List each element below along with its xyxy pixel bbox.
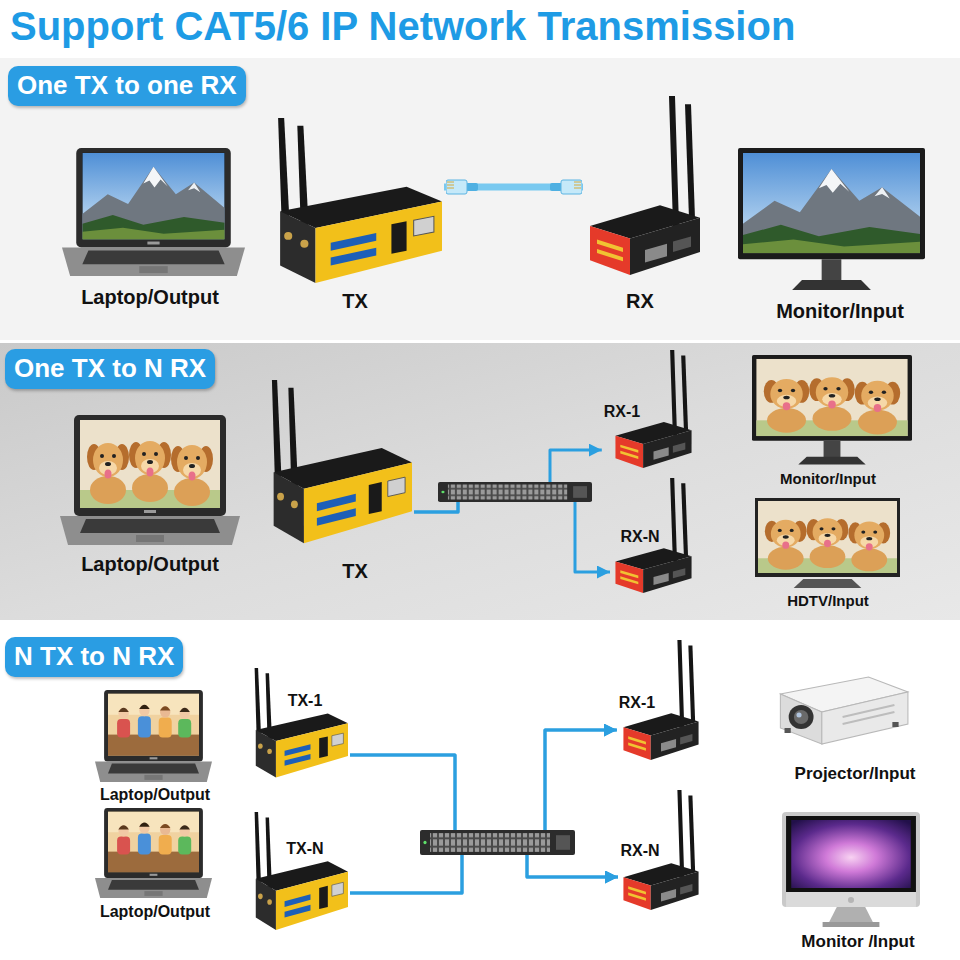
rj45-plug — [446, 180, 478, 194]
laptop-picture — [95, 808, 212, 898]
network-link — [350, 730, 617, 893]
device-box: Projector/Input — [768, 670, 917, 786]
network-link — [350, 755, 618, 877]
device-label: Monitor /Input — [801, 932, 914, 952]
transmitter-picture — [255, 668, 348, 777]
device-box: TX — [263, 378, 414, 585]
device-box: RX-1 — [602, 348, 697, 472]
device-box: RX — [583, 94, 707, 315]
device-box: Monitor /Input — [780, 810, 922, 954]
rj45-plug — [550, 180, 582, 194]
device-label: TX-N — [286, 840, 323, 858]
scenario-panel: N TX to N RX Laptop/Output TX-1 RX-1Project… — [0, 623, 960, 960]
device-label: HDTV/Input — [787, 592, 869, 609]
scenario-panel: One TX to N RX Laptop/Output TX RX-1Monitor… — [0, 343, 960, 620]
device-box: Laptop/Output — [60, 146, 247, 311]
device-box: RX-N — [618, 788, 704, 914]
panel-band — [0, 58, 960, 340]
device-box: Monitor/Input — [736, 146, 927, 325]
receiver-picture — [615, 478, 691, 593]
device-label: Laptop/Output — [81, 286, 219, 309]
device-box: HDTV/Input — [753, 496, 902, 611]
device-label: Laptop/Output — [81, 553, 219, 576]
panel-band — [0, 623, 960, 960]
device-label: TX — [342, 560, 368, 583]
device-label: Projector/Input — [795, 764, 916, 784]
device-label: RX-N — [620, 842, 659, 860]
device-label: RX — [626, 290, 654, 313]
device-label: Monitor/Input — [776, 300, 904, 323]
device-label: RX-N — [620, 528, 659, 546]
device-label: Laptop/Output — [100, 786, 210, 804]
network-link — [350, 730, 617, 842]
device-box: Laptop/Output — [93, 806, 214, 923]
device-box: RX-N — [610, 476, 697, 597]
device-box: Monitor/Input — [750, 353, 914, 489]
page-title: Support CAT5/6 IP Network Transmission — [10, 3, 795, 49]
transmitter-picture — [272, 380, 412, 543]
monitor-picture — [752, 355, 912, 464]
scenario-tab: One TX to N RX — [5, 349, 215, 389]
device-label: TX-1 — [288, 692, 323, 710]
device-box: TX — [268, 116, 444, 315]
device-box: Laptop/Output — [58, 413, 242, 578]
transmitter-picture — [255, 812, 348, 930]
device-box: RX-1 — [617, 638, 704, 764]
laptop-picture — [95, 690, 212, 782]
network-switch — [438, 482, 592, 502]
device-label: Monitor/Input — [780, 470, 876, 487]
scenario-tab: N TX to N RX — [5, 637, 183, 677]
device-label: RX-1 — [604, 403, 640, 421]
monitor-picture — [738, 148, 925, 290]
laptop-picture — [62, 148, 245, 276]
transmitter-picture — [278, 118, 442, 283]
device-label: RX-1 — [619, 694, 655, 712]
scenario-panel: One TX to one RX Laptop/Output TX RX Monitor… — [0, 58, 960, 340]
panel-band — [0, 343, 960, 620]
device-label: Laptop/Output — [100, 903, 210, 921]
imac-picture — [782, 812, 920, 927]
scenario-tab: One TX to one RX — [8, 66, 246, 106]
hdtv-picture — [755, 498, 900, 588]
network-link — [414, 492, 610, 572]
projector-picture — [780, 677, 908, 744]
receiver-picture — [590, 96, 700, 275]
device-box: TX-N — [248, 810, 350, 937]
device-box: Laptop/Output — [93, 688, 214, 806]
network-switch — [420, 830, 575, 855]
laptop-picture — [60, 415, 240, 545]
device-box: TX-1 — [248, 666, 350, 784]
device-label: TX — [342, 290, 368, 313]
